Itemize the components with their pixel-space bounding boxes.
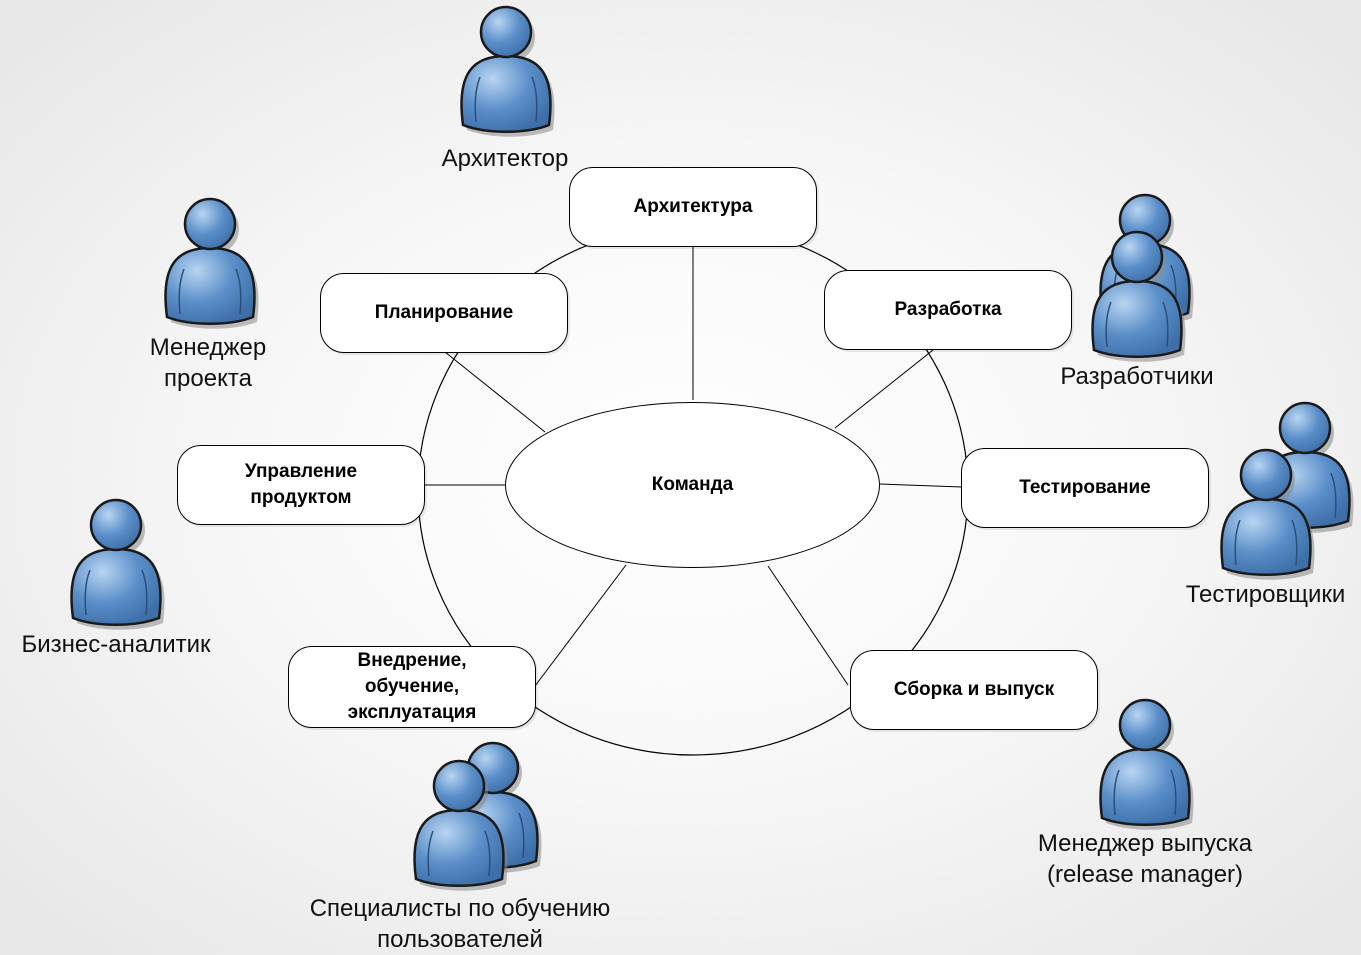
area-architecture: Архитектура [569, 167, 817, 247]
spoke-testing [879, 483, 963, 488]
spoke-planning [444, 351, 546, 433]
area-development-label: Разработка [894, 299, 1002, 320]
area-testing-label: Тестирование [1019, 477, 1151, 498]
area-product-management: Управление продуктом [177, 445, 425, 525]
role-developers: Разработчики [1060, 363, 1214, 390]
role-trainers: Специалисты по обучению пользователей [309, 895, 611, 953]
role-architect: Архитектор [441, 145, 569, 172]
area-build-release-label: Сборка и выпуск [893, 679, 1055, 700]
team-node: Команда [505, 402, 880, 568]
role-project-manager: Менеджер проекта [149, 334, 267, 392]
release-manager-person-icon [1099, 698, 1195, 831]
project-manager-person-icon [164, 197, 260, 330]
area-deployment: Внедрение, обучение, эксплуатация [288, 646, 536, 728]
spoke-deployment [531, 564, 627, 691]
area-build-release: Сборка и выпуск [850, 650, 1098, 730]
area-planning: Планирование [320, 273, 568, 353]
area-testing: Тестирование [961, 448, 1209, 528]
area-product-management-label: Управление продуктом [244, 461, 358, 508]
area-planning-label: Планирование [374, 302, 514, 323]
role-release-manager: Менеджер выпуска (release manager) [1037, 830, 1253, 888]
business-analyst-person-icon [70, 498, 166, 631]
spoke-development [834, 349, 934, 429]
role-testers: Тестировщики [1185, 581, 1346, 608]
role-business-analyst: Бизнес-аналитик [21, 631, 211, 658]
area-deployment-label: Внедрение, обучение, эксплуатация [347, 650, 477, 723]
area-development: Разработка [824, 270, 1072, 350]
area-architecture-label: Архитектура [633, 196, 753, 217]
team-label: Команда [651, 474, 734, 495]
architect-person-icon [460, 5, 556, 138]
spoke-build-release [767, 565, 849, 686]
